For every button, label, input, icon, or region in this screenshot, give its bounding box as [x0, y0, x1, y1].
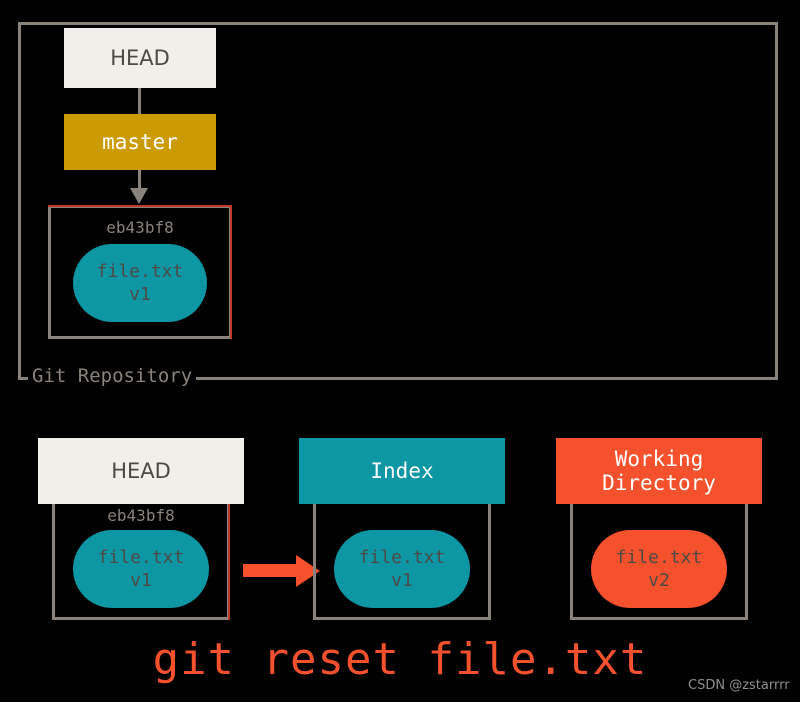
area-workdir-header: Working Directory: [556, 438, 762, 504]
connector-master-to-commit: [138, 170, 141, 190]
area-head-header: HEAD: [38, 438, 244, 504]
area-workdir-blob: file.txt v2: [591, 530, 727, 608]
repo-commit-blob-version: v1: [129, 284, 151, 305]
area-head-blob-version: v1: [130, 570, 152, 591]
reset-arrow-shaft: [243, 564, 299, 577]
commit-box-accent-top: [48, 205, 232, 207]
area-workdir-blob-filename: file.txt: [615, 546, 703, 568]
area-workdir-container: file.txt v2: [570, 504, 748, 620]
git-repository-label: Git Repository: [28, 365, 197, 387]
area-index-header-label: Index: [370, 458, 434, 483]
repo-master-box: master: [64, 114, 216, 170]
area-head-accent-right: [228, 504, 230, 620]
watermark: CSDN @zstarrrr: [688, 678, 790, 693]
area-index-header: Index: [299, 438, 505, 504]
repo-commit-blob-filename: file.txt: [96, 260, 184, 282]
area-workdir-header-line2: Directory: [602, 471, 716, 495]
reset-arrow-head-icon: [296, 555, 320, 587]
area-index-blob-filename: file.txt: [358, 546, 446, 568]
git-repository-frame: [18, 22, 778, 380]
area-head-sha: eb43bf8: [107, 506, 175, 525]
area-head-blob-filename: file.txt: [97, 546, 185, 568]
repo-commit-sha: eb43bf8: [106, 218, 174, 237]
repo-master-label: master: [102, 129, 178, 154]
area-index-blob: file.txt v1: [334, 530, 470, 608]
commit-box-accent-right: [230, 205, 232, 339]
area-head-header-label: HEAD: [111, 458, 171, 483]
arrow-master-to-commit-icon: [130, 188, 148, 204]
repo-head-label: HEAD: [110, 45, 170, 70]
area-head-blob: file.txt v1: [73, 530, 209, 608]
area-head-container: eb43bf8 file.txt v1: [52, 504, 230, 620]
area-index-blob-version: v1: [391, 570, 413, 591]
connector-head-to-master: [138, 88, 141, 114]
repo-commit-blob: file.txt v1: [73, 244, 207, 322]
repo-head-box: HEAD: [64, 28, 216, 88]
command-caption: git reset file.txt: [152, 634, 648, 685]
area-workdir-header-line1: Working: [614, 446, 704, 471]
area-index-container: file.txt v1: [313, 504, 491, 620]
area-workdir-blob-version: v2: [648, 570, 670, 591]
repo-commit-box: eb43bf8 file.txt v1: [48, 205, 232, 339]
